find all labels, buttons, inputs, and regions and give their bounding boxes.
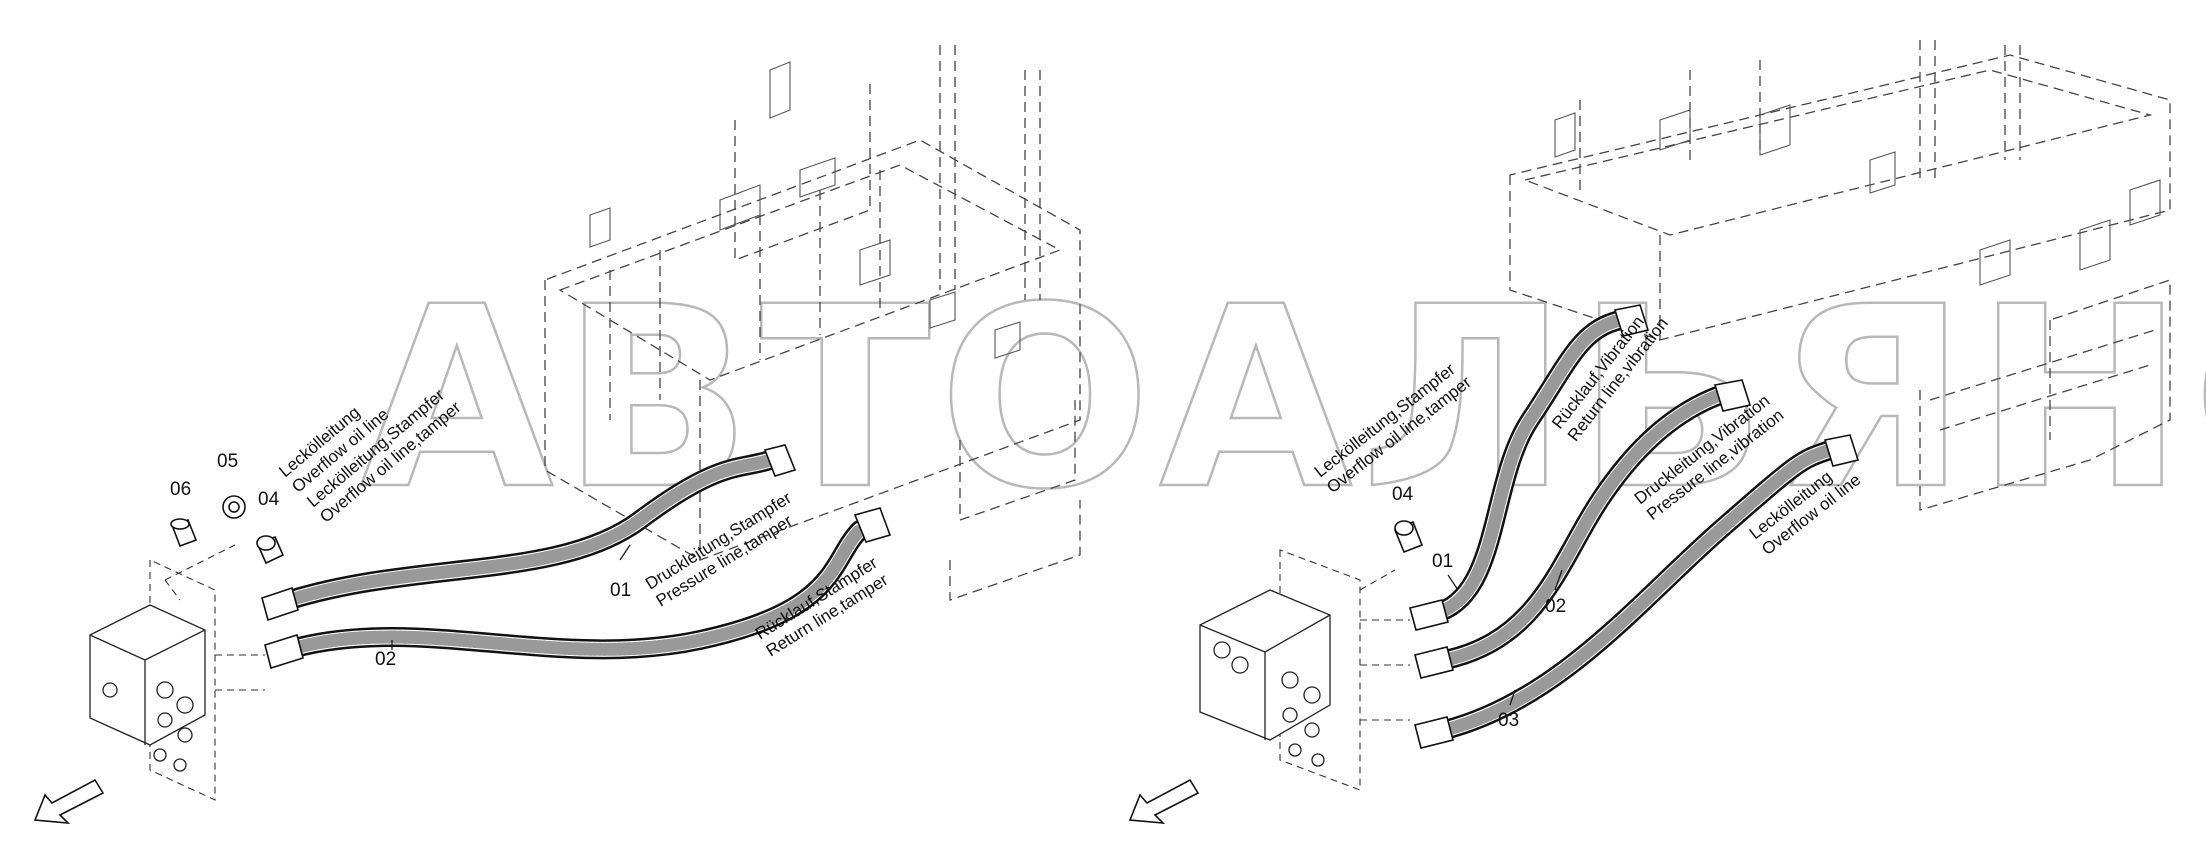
right-part-04-nut <box>1393 520 1424 554</box>
left-hose-02 <box>264 507 892 670</box>
right-part-number-02: 02 <box>1545 596 1566 617</box>
right-machine-frame <box>1509 40 2171 511</box>
right-part-number-01: 01 <box>1432 551 1453 572</box>
right-direction-arrow-icon <box>1128 778 1200 824</box>
left-part-number-06: 06 <box>170 479 191 500</box>
right-part-number-03: 03 <box>1498 710 1519 731</box>
left-leaders <box>391 544 631 650</box>
left-part-number-02: 02 <box>375 649 396 670</box>
left-part-number-01: 01 <box>610 580 631 601</box>
right-hose-02 <box>1414 379 1752 679</box>
left-part-number-05: 05 <box>217 451 238 472</box>
left-part-number-04: 04 <box>258 489 280 510</box>
left-direction-arrow-icon <box>33 778 105 824</box>
left-small-parts <box>170 495 285 565</box>
right-hose-03 <box>1414 434 1860 749</box>
left-pump-block <box>89 544 265 801</box>
left-machine-frame <box>544 45 1081 601</box>
part-04-nut <box>256 535 285 565</box>
right-leaders <box>1447 569 1563 706</box>
right-hose-01 <box>1409 304 1650 631</box>
right-pump-block <box>1199 549 1410 791</box>
part-05-seal-ring <box>222 495 246 519</box>
right-part-number-04: 04 <box>1392 484 1414 505</box>
watermark-text: АВТОАЛЬЯНС <box>360 253 2206 544</box>
part-06-cap <box>170 518 198 548</box>
left-hose-01 <box>261 444 797 622</box>
